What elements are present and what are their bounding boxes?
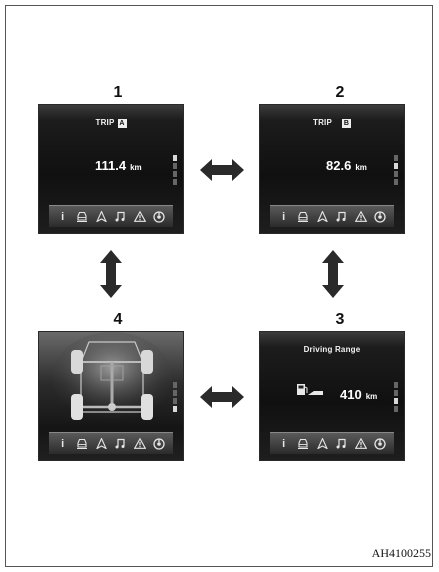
trip-badge-b: B [342, 119, 352, 128]
display-vehicle-view: i [38, 331, 184, 461]
panel-number-2: 2 [335, 84, 345, 101]
warning-icon [354, 211, 368, 222]
double-arrow-horizontal-icon [200, 386, 244, 408]
vehicle-icon [75, 211, 89, 222]
page-indicator [173, 382, 177, 414]
panel-number-1: 1 [113, 84, 123, 101]
trip-label: TRIP [95, 118, 115, 127]
trip-b-unit: km [355, 163, 367, 172]
trip-label: TRIP [312, 118, 333, 127]
music-icon [335, 211, 349, 222]
navigation-icon [315, 211, 329, 222]
music-icon [114, 211, 128, 222]
settings-icon [152, 437, 166, 450]
driving-range-unit: km [365, 392, 378, 401]
navigation-icon [94, 438, 108, 449]
warning-icon [133, 438, 147, 449]
settings-icon [373, 437, 387, 450]
trip-b-number: 82.6 [326, 158, 352, 173]
navigation-icon [94, 211, 108, 222]
menu-icon-bar: i [49, 205, 173, 227]
trip-a-number: 111.4 [95, 158, 127, 173]
figure-frame [5, 5, 433, 567]
figure-code: AH4100255 [371, 546, 431, 560]
info-icon: i [61, 210, 65, 223]
driving-range-number: 410 [340, 387, 362, 402]
music-icon [114, 438, 128, 449]
info-icon: i [61, 437, 65, 450]
driving-range-title: Driving Range [303, 345, 361, 354]
double-arrow-horizontal-icon [200, 159, 244, 181]
warning-icon [133, 211, 147, 222]
menu-icon-bar: i [270, 205, 394, 227]
double-arrow-vertical-icon [100, 250, 122, 298]
panel-number-3: 3 [335, 311, 345, 328]
trip-badge-a: A [117, 119, 127, 128]
settings-icon [152, 210, 166, 223]
menu-icon-bar: i [49, 432, 173, 454]
double-arrow-vertical-icon [322, 250, 344, 298]
fuel-range-icon [297, 384, 323, 395]
warning-icon [354, 438, 368, 449]
vehicle-icon [296, 211, 310, 222]
page-indicator [394, 382, 398, 414]
vehicle-icon [75, 438, 89, 449]
navigation-icon [315, 438, 329, 449]
trip-a-unit: km [130, 163, 142, 172]
info-icon: i [282, 437, 286, 450]
menu-icon-bar: i [270, 432, 394, 454]
info-icon: i [282, 210, 286, 223]
panel-number-4: 4 [113, 311, 123, 328]
settings-icon [373, 210, 387, 223]
music-icon [335, 438, 349, 449]
trip-b-title: TRIP B [260, 118, 404, 128]
vehicle-chassis-icon [52, 332, 172, 422]
page-indicator [394, 155, 398, 187]
page-indicator [173, 155, 177, 187]
vehicle-icon [296, 438, 310, 449]
